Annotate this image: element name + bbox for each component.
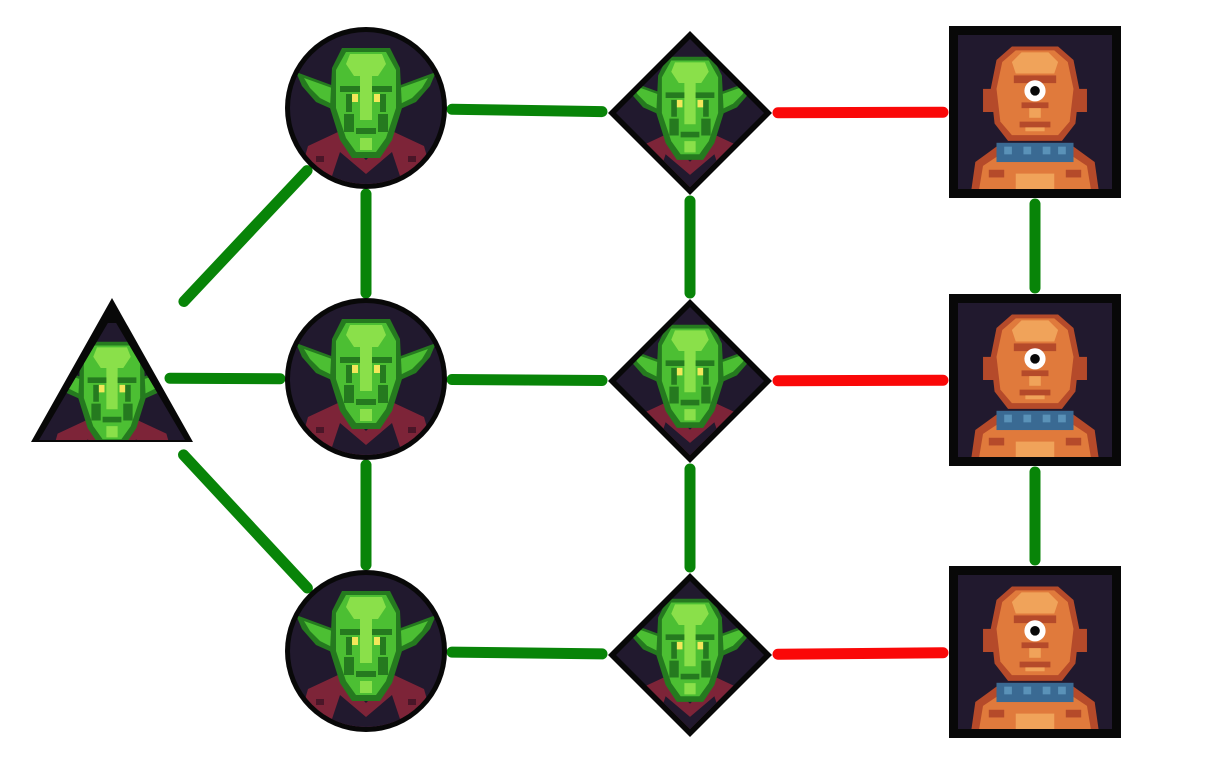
node-square-cyclops-top [949,26,1121,198]
node-square-cyclops-bottom [949,566,1121,738]
edge-friendly-circle-goblin-top-to-diamond-goblin-top [446,103,608,118]
edge-friendly-circle-goblin-bottom-to-diamond-goblin-bottom [446,646,608,660]
edge-friendly-triangle-goblin-to-circle-goblin-middle [164,372,286,385]
edge-friendly-triangle-goblin-to-circle-goblin-top [178,165,313,307]
node-circle-goblin-top [285,27,447,189]
goblin-portrait-icon [616,581,764,729]
cyclops-portrait-icon [958,35,1112,189]
goblin-portrait-icon [616,307,764,455]
edge-friendly-triangle-goblin-to-circle-goblin-bottom [178,449,313,594]
node-square-cyclops-middle [949,294,1121,466]
node-triangle-goblin [31,298,193,442]
edge-friendly-circle-goblin-middle-to-diamond-goblin-middle [446,374,608,386]
edge-hostile-diamond-goblin-bottom-to-square-cyclops-bottom [772,647,949,660]
edges-layer [164,103,1041,660]
node-diamond-goblin-middle [608,299,772,463]
node-diamond-goblin-bottom [608,573,772,737]
cyclops-portrait-icon [958,575,1112,729]
node-circle-goblin-bottom [285,570,447,732]
goblin-portrait-icon [616,39,764,187]
node-diamond-goblin-top [608,31,772,195]
node-circle-goblin-middle [285,298,447,460]
cyclops-portrait-icon [958,303,1112,457]
nodes-layer [31,26,1121,738]
